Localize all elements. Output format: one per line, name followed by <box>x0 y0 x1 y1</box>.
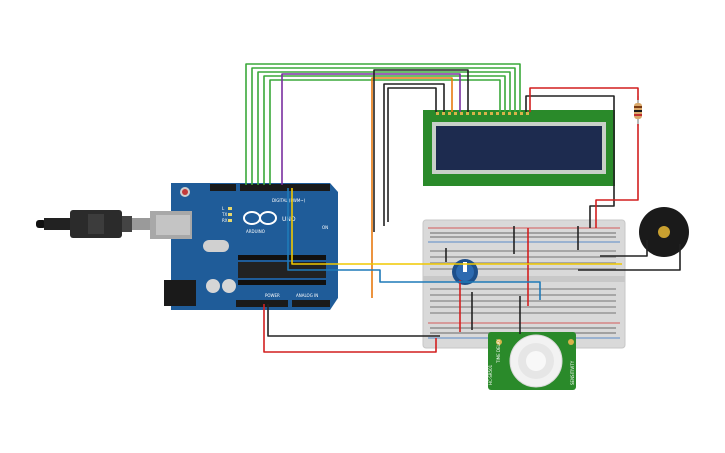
wire-black[interactable] <box>373 69 469 232</box>
digital-header[interactable] <box>240 184 330 191</box>
wire-green[interactable] <box>245 63 521 185</box>
board-model: UNO <box>282 216 296 223</box>
pir-right-label: SENSITIVITY <box>570 360 575 385</box>
pir-left-label: HC-SR501 <box>488 364 493 385</box>
wire-yellow[interactable] <box>291 188 622 265</box>
on-label: ON <box>322 225 328 230</box>
wire-blue[interactable] <box>287 188 541 300</box>
wire-red[interactable] <box>529 87 639 112</box>
l-label: L <box>222 206 225 211</box>
wire-black[interactable] <box>387 87 437 222</box>
wire-black[interactable] <box>383 83 445 226</box>
piezo-buzzer[interactable] <box>639 207 689 257</box>
board-brand: ARDUINO <box>246 229 265 234</box>
usb-cable[interactable] <box>36 210 154 238</box>
wire-black[interactable] <box>525 95 615 228</box>
dc-jack <box>164 280 196 306</box>
wire-black[interactable] <box>600 240 648 257</box>
pir-sensor[interactable]: HC-SR501 SENSITIVITY TIME DELAY <box>488 332 576 390</box>
crystal <box>203 240 229 252</box>
rx-label: RX <box>222 218 228 223</box>
wire-purple[interactable] <box>281 73 461 185</box>
tx-label: TX <box>221 212 227 217</box>
analog-header[interactable] <box>292 300 330 307</box>
wire-green[interactable] <box>251 67 516 185</box>
digital-header-label: DIGITAL (PWM~) <box>272 198 306 203</box>
power-label: POWER <box>265 293 280 298</box>
wire-green[interactable] <box>257 71 511 185</box>
wire-red[interactable] <box>263 304 437 353</box>
wires[interactable] <box>245 63 681 353</box>
wire-black[interactable] <box>267 304 440 337</box>
wire-red[interactable] <box>595 124 639 228</box>
capacitor <box>206 279 220 293</box>
wire-orange[interactable] <box>371 77 453 298</box>
wire-green[interactable] <box>263 75 506 185</box>
wire-black[interactable] <box>578 244 681 271</box>
capacitor <box>222 279 236 293</box>
atmega-chip <box>238 262 326 278</box>
analog-label: ANALOG IN <box>296 293 318 298</box>
pir-mid-label: TIME DELAY <box>496 339 501 364</box>
arduino-logo <box>243 211 277 225</box>
resistor[interactable] <box>634 96 642 126</box>
breadboard-jumpers[interactable] <box>445 226 579 334</box>
lcd-16x2[interactable] <box>423 110 615 186</box>
lcd-screen <box>436 126 602 170</box>
wire-green[interactable] <box>269 79 501 185</box>
breadboard[interactable] <box>422 219 626 349</box>
power-header[interactable] <box>236 300 288 307</box>
lcd-pins[interactable] <box>436 112 529 115</box>
arduino-uno-board[interactable]: UNO ARDUINO DIGITAL (PWM~) POWER ANALOG … <box>150 183 338 310</box>
potentiometer[interactable] <box>452 259 478 285</box>
